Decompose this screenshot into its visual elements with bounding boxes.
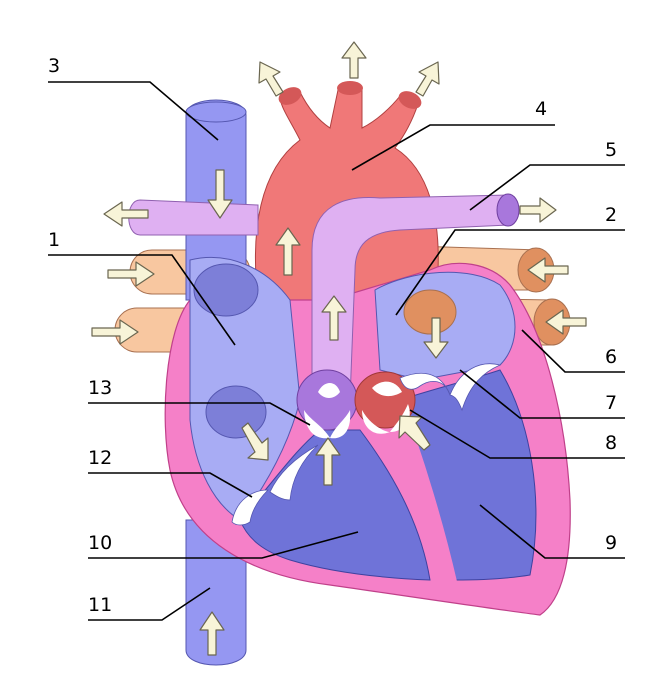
labels: 3 4 5 2 1 6 13 7 8 12 10 9 11 — [48, 55, 617, 616]
arrow-left-icon — [527, 257, 569, 283]
arrow-right-icon — [519, 197, 557, 223]
leader-line-7 — [459, 369, 625, 419]
arrow-up-right-icon — [415, 61, 440, 97]
arrow-up-left-icon — [398, 415, 431, 451]
leader-line-1 — [48, 254, 236, 346]
label-2: 2 — [605, 204, 617, 226]
leader-line-4 — [351, 124, 555, 171]
arrow-right-icon — [107, 261, 155, 287]
leader-line-11 — [88, 587, 211, 621]
svc-opening — [193, 263, 259, 317]
leader-line-13 — [88, 402, 311, 426]
arrow-down-right-icon — [241, 422, 269, 461]
label-7: 7 — [605, 392, 617, 414]
leader-line-9 — [479, 504, 625, 559]
ivc-opening — [205, 385, 267, 439]
leader-line-10 — [88, 531, 359, 559]
label-1: 1 — [48, 229, 60, 251]
label-13: 13 — [88, 377, 112, 399]
arrow-up-icon — [315, 437, 341, 486]
label-11: 11 — [88, 594, 112, 616]
arrow-right-icon — [91, 319, 139, 345]
leader-line-8 — [409, 409, 625, 459]
arrow-down-icon — [207, 169, 233, 219]
mitral-valve — [399, 363, 502, 412]
label-8: 8 — [605, 432, 617, 454]
leader-line-5 — [469, 164, 625, 211]
arrow-up-icon — [341, 41, 367, 79]
arrow-down-icon — [423, 317, 449, 359]
arrow-up-icon — [199, 611, 225, 656]
label-5: 5 — [605, 139, 617, 161]
label-9: 9 — [605, 532, 617, 554]
arrow-up-icon — [275, 227, 301, 276]
label-10: 10 — [88, 532, 112, 554]
arrow-left-icon — [103, 201, 149, 227]
arrow-up-icon — [321, 295, 347, 341]
tricuspid-valve — [231, 444, 319, 526]
pulmonary-vein-opening — [403, 289, 457, 335]
label-3: 3 — [48, 55, 60, 77]
label-12: 12 — [88, 447, 112, 469]
leader-lines — [48, 81, 625, 621]
arrow-up-left-icon — [258, 61, 284, 97]
leader-line-6 — [521, 329, 625, 373]
leader-line-3 — [48, 81, 219, 141]
label-4: 4 — [535, 98, 547, 120]
label-6: 6 — [605, 346, 617, 368]
pulmonary-valve — [296, 369, 358, 439]
flow-arrows — [91, 41, 587, 656]
arrow-left-icon — [545, 309, 587, 335]
leader-line-2 — [395, 229, 625, 316]
leader-line-12 — [88, 472, 253, 498]
